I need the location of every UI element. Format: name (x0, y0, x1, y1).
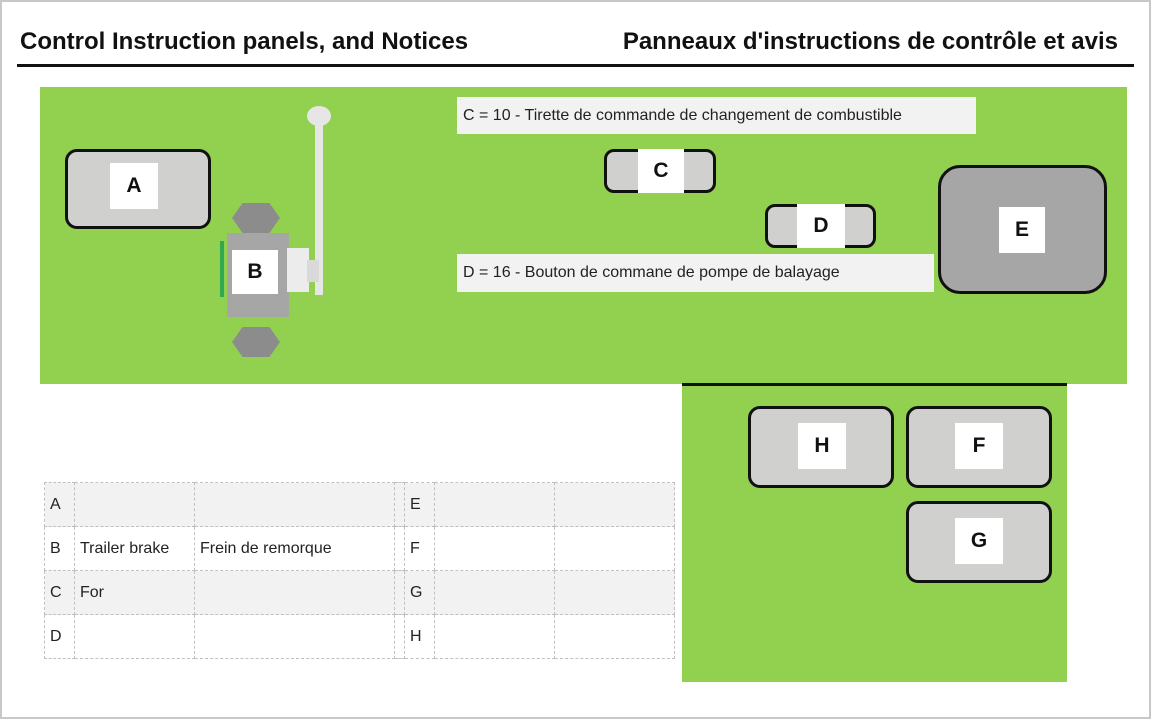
legend-english: For (74, 570, 195, 615)
legend-value (554, 526, 675, 571)
legend-key: F (404, 526, 435, 571)
legend-english: Trailer brake (74, 526, 195, 571)
legend-value (554, 570, 675, 615)
header-divider (17, 64, 1134, 67)
legend-value (554, 482, 675, 527)
legend-value (434, 526, 555, 571)
legend-french (194, 482, 395, 527)
legend-key: H (404, 614, 435, 659)
control-g-label: G (955, 518, 1003, 564)
legend-value (434, 614, 555, 659)
legend-value (434, 570, 555, 615)
legend-table: A E B Trailer brake Frein de remorque F … (44, 482, 675, 659)
legend-key: G (404, 570, 435, 615)
legend-key: C (44, 570, 75, 615)
note-control-c: C = 10 - Tirette de commande de changeme… (457, 97, 976, 134)
valve-stem-connector (307, 260, 319, 282)
control-e-label: E (999, 207, 1045, 253)
control-d-label: D (797, 204, 845, 248)
legend-key: E (404, 482, 435, 527)
legend-row: A E (44, 482, 675, 527)
legend-gap (394, 570, 405, 615)
legend-gap (394, 526, 405, 571)
control-a-label: A (110, 163, 158, 209)
legend-key: D (44, 614, 75, 659)
legend-gap (394, 482, 405, 527)
title-french: Panneaux d'instructions de contrôle et a… (622, 28, 1118, 55)
valve-top-nut-icon (232, 203, 280, 233)
lever-knob[interactable] (307, 106, 331, 126)
control-g[interactable] (906, 501, 1052, 583)
control-h-label: H (798, 423, 846, 469)
legend-row: B Trailer brake Frein de remorque F (44, 526, 675, 571)
legend-key: A (44, 482, 75, 527)
note-control-d: D = 16 - Bouton de commane de pompe de b… (457, 254, 934, 292)
legend-value (554, 614, 675, 659)
legend-key: B (44, 526, 75, 571)
control-c-label: C (638, 149, 684, 193)
legend-french (194, 614, 395, 659)
legend-french (194, 570, 395, 615)
legend-english (74, 614, 195, 659)
valve-indicator-strip (220, 241, 224, 297)
legend-english (74, 482, 195, 527)
legend-row: D H (44, 614, 675, 659)
control-b-label: B (232, 250, 278, 294)
valve-stem (287, 248, 309, 292)
lever-rod (315, 120, 323, 295)
title-english: Control Instruction panels, and Notices (20, 28, 469, 55)
control-f-label: F (955, 423, 1003, 469)
legend-value (434, 482, 555, 527)
valve-bottom-nut-icon (232, 327, 280, 357)
lower-panel-top-edge (682, 383, 1067, 386)
legend-row: C For G (44, 570, 675, 615)
legend-french: Frein de remorque (194, 526, 395, 571)
legend-gap (394, 614, 405, 659)
